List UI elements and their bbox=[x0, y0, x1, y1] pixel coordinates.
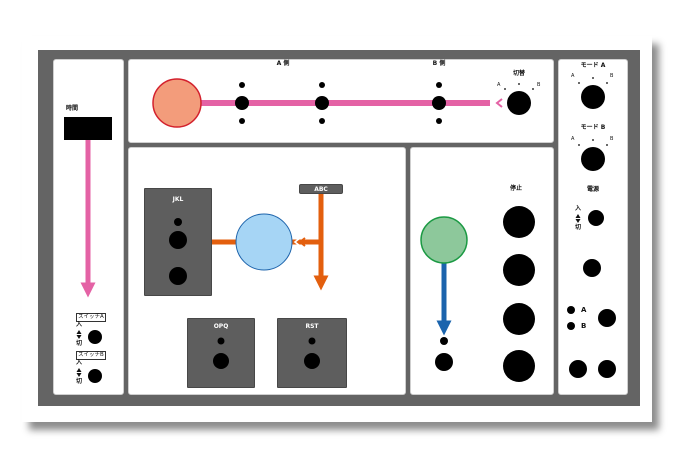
toggle-knob[interactable] bbox=[507, 91, 531, 115]
contact-a2-top[interactable] bbox=[319, 82, 325, 88]
mode-b-label: モード B bbox=[580, 124, 606, 131]
mode-b-mark-b: B bbox=[610, 136, 614, 142]
stop-button-4[interactable] bbox=[503, 350, 535, 382]
jkl-small-terminal[interactable] bbox=[174, 218, 182, 226]
opq-small-terminal[interactable] bbox=[217, 337, 225, 345]
common-terminal[interactable] bbox=[598, 309, 616, 327]
opq-label: OPQ bbox=[213, 323, 229, 330]
timer-label: 時間 bbox=[66, 105, 79, 112]
mode-b-mark-a: A bbox=[571, 136, 575, 142]
toggle-mark-a: A bbox=[497, 82, 501, 88]
toggle-tick-a bbox=[504, 88, 506, 90]
top-chevron-1 bbox=[490, 98, 498, 108]
abc-label: ABC bbox=[314, 186, 328, 193]
switch-a-button[interactable] bbox=[88, 330, 102, 344]
contact-b[interactable] bbox=[432, 96, 446, 110]
mode-a-label: モード A bbox=[580, 62, 606, 69]
toggle-label: 切替 bbox=[512, 70, 526, 77]
switch-a-down-arrow-icon bbox=[76, 335, 82, 339]
mode-a-mark-a: A bbox=[571, 73, 575, 79]
output-terminal-2[interactable] bbox=[598, 360, 616, 378]
mode-a-mark-b: B bbox=[610, 73, 614, 79]
mode-a-knob[interactable] bbox=[581, 85, 605, 109]
switch-b-up-arrow-icon bbox=[76, 368, 82, 372]
stop-terminal[interactable] bbox=[435, 353, 453, 371]
stop-button-2[interactable] bbox=[503, 254, 535, 286]
switch-b-off-text: 切 bbox=[75, 378, 82, 385]
abc-box bbox=[299, 184, 343, 194]
switch-a-on-text: 入 bbox=[75, 321, 82, 328]
switch-a-label: スイッチA bbox=[76, 313, 106, 322]
mode-b-knob[interactable] bbox=[581, 147, 605, 171]
input-b-terminal[interactable] bbox=[567, 322, 575, 330]
timer-display bbox=[64, 117, 112, 140]
contact-a1-top[interactable] bbox=[239, 82, 245, 88]
power-switch[interactable] bbox=[588, 210, 604, 226]
top-chevron-2 bbox=[495, 98, 503, 108]
mode-a-tick-a bbox=[578, 82, 580, 84]
jkl-terminal-2[interactable] bbox=[169, 267, 187, 285]
input-a-terminal[interactable] bbox=[567, 306, 575, 314]
rst-label: RST bbox=[305, 323, 319, 330]
jkl-terminal-1[interactable] bbox=[169, 231, 187, 249]
rst-small-terminal[interactable] bbox=[308, 337, 316, 345]
input-b-label: B bbox=[581, 322, 587, 330]
right-panel bbox=[558, 59, 628, 395]
mode-b-tick-b bbox=[606, 144, 608, 146]
toggle-tick-b bbox=[532, 88, 534, 90]
middle-chevron-2 bbox=[298, 237, 306, 247]
power-up-arrow-icon bbox=[575, 214, 581, 218]
switch-b-button[interactable] bbox=[88, 369, 102, 383]
power-label: 電源 bbox=[586, 186, 600, 193]
contact-a1[interactable] bbox=[235, 96, 249, 110]
contact-a2[interactable] bbox=[315, 96, 329, 110]
contact-a1-bottom[interactable] bbox=[239, 118, 245, 124]
toggle-tick-mid bbox=[518, 83, 520, 85]
side-a-label: A 側 bbox=[276, 60, 290, 67]
switch-b-down-arrow-icon bbox=[76, 373, 82, 377]
rst-box bbox=[277, 318, 347, 388]
switch-b-on-text: 入 bbox=[75, 359, 82, 366]
stop-button-1[interactable] bbox=[503, 206, 535, 238]
rst-terminal[interactable] bbox=[304, 353, 320, 369]
output-terminal-1[interactable] bbox=[569, 360, 587, 378]
source-indicator bbox=[152, 78, 202, 128]
jkl-label: JKL bbox=[172, 196, 184, 203]
relay-indicator bbox=[235, 213, 293, 271]
stop-small-terminal[interactable] bbox=[440, 337, 448, 345]
switch-a-off-text: 切 bbox=[75, 340, 82, 347]
opq-terminal[interactable] bbox=[213, 353, 229, 369]
mode-a-tick-b bbox=[606, 82, 608, 84]
input-a-label: A bbox=[581, 306, 587, 314]
side-b-label: B 側 bbox=[432, 60, 446, 67]
power-on-text: 入 bbox=[574, 205, 581, 212]
switch-a-up-arrow-icon bbox=[76, 330, 82, 334]
contact-b-bottom[interactable] bbox=[436, 118, 442, 124]
middle-chevron-1 bbox=[293, 237, 301, 247]
contact-b-top[interactable] bbox=[436, 82, 442, 88]
toggle-mark-b: B bbox=[537, 82, 541, 88]
run-indicator bbox=[420, 216, 468, 264]
power-down-arrow-icon bbox=[575, 219, 581, 223]
power-off-text: 切 bbox=[574, 224, 581, 231]
stop-label: 停止 bbox=[509, 185, 523, 192]
stop-button-3[interactable] bbox=[503, 303, 535, 335]
mode-b-tick-mid bbox=[592, 139, 594, 141]
reset-button[interactable] bbox=[583, 259, 601, 277]
contact-a2-bottom[interactable] bbox=[319, 118, 325, 124]
mode-b-tick-a bbox=[578, 144, 580, 146]
mode-a-tick-mid bbox=[592, 77, 594, 79]
switch-b-label: スイッチB bbox=[76, 351, 106, 360]
